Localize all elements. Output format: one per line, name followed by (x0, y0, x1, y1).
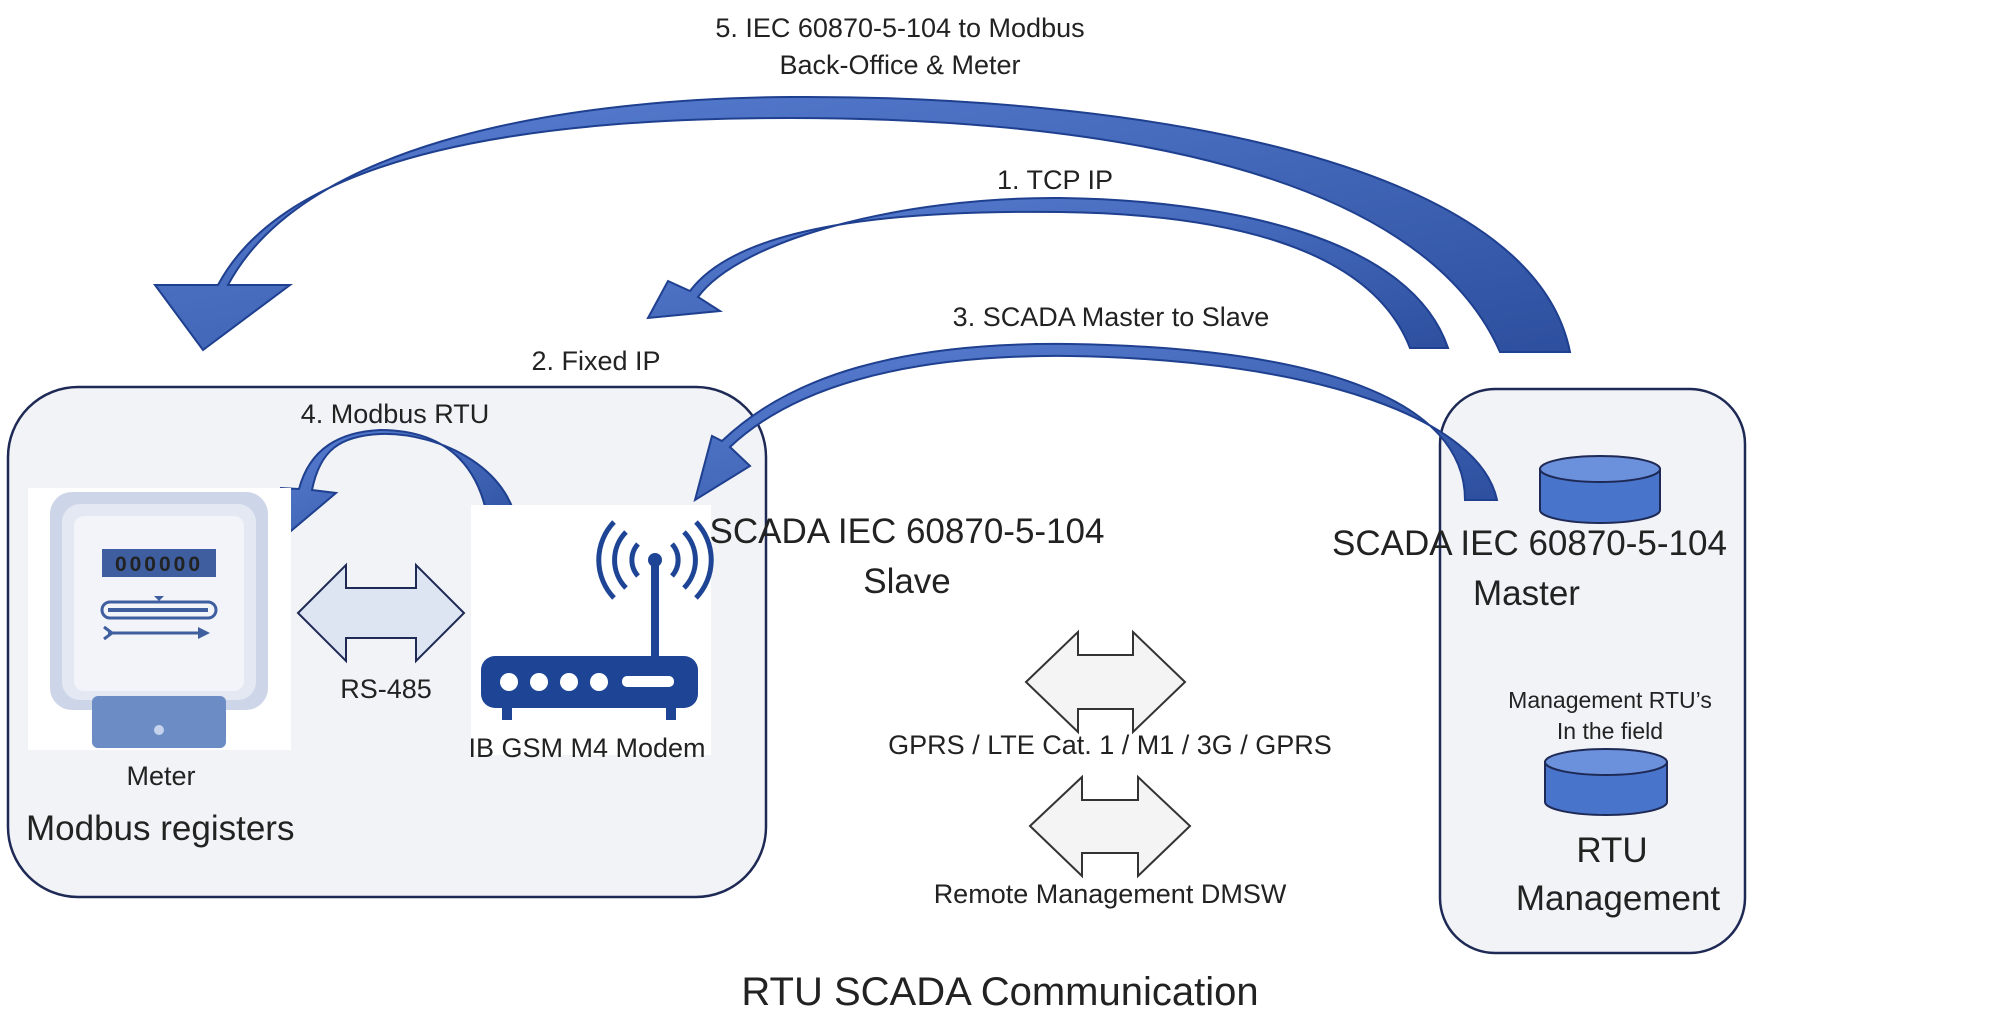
gprs-double-arrow (1024, 629, 1187, 735)
diagram-title: RTU SCADA Communication (741, 970, 1258, 1014)
arrow-1-tcp-ip (646, 196, 1450, 349)
master-label-line1: SCADA IEC 60870-5-104 (1332, 524, 1727, 563)
remote-management-label: Remote Management DMSW (934, 879, 1287, 909)
arrow-4-label: 4. Modbus RTU (301, 399, 490, 429)
in-the-field-label: In the field (1557, 718, 1663, 744)
arrow-5-label-line2: Back-Office & Meter (779, 50, 1020, 80)
rtu-management-database-icon (1544, 748, 1668, 816)
meter-icon (28, 488, 291, 750)
arrow-2-label: 2. Fixed IP (531, 346, 660, 376)
arrow-5-label: 5. IEC 60870-5-104 to Modbus (715, 13, 1084, 43)
modem-label: IB GSM M4 Modem (468, 733, 705, 763)
arrow-5-iec-to-modbus (153, 95, 1572, 353)
rtu-label: RTU (1576, 831, 1647, 870)
arrow-1-label: 1. TCP IP (997, 165, 1113, 195)
meter-display: 000000 (115, 553, 203, 576)
master-label-line2: Master (1473, 574, 1580, 613)
slave-label-line2: Slave (863, 562, 951, 601)
gprs-label: GPRS / LTE Cat. 1 / M1 / 3G / GPRS (888, 730, 1332, 760)
modem-icon (471, 505, 714, 755)
modbus-registers-label: Modbus registers (26, 809, 294, 848)
management-rtus-label: Management RTU’s (1508, 687, 1712, 713)
arrow-3-label: 3. SCADA Master to Slave (953, 302, 1270, 332)
remote-management-double-arrow (1028, 774, 1192, 879)
management-label: Management (1516, 879, 1721, 918)
arrow-3-master-to-slave (693, 342, 1499, 503)
master-database-icon (1539, 455, 1661, 524)
meter-label: Meter (126, 761, 195, 791)
slave-label-line1: SCADA IEC 60870-5-104 (710, 512, 1105, 551)
right-master-box (1438, 387, 1747, 955)
rs485-double-arrow (296, 562, 466, 664)
rs485-label: RS-485 (340, 674, 432, 704)
